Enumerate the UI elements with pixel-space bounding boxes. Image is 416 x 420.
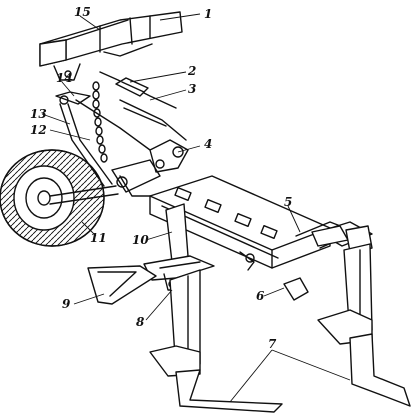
callout-3: 3 [188, 82, 196, 96]
pivot-bracket [111, 139, 189, 197]
callout-8: 8 [136, 315, 145, 329]
linkage-assembly [55, 71, 187, 187]
callout-9: 9 [62, 297, 71, 311]
callout-labels: 1 2 3 4 5 6 7 8 9 10 11 12 13 14 15 [30, 5, 292, 351]
callout-13: 13 [30, 107, 47, 121]
callout-14: 14 [56, 71, 73, 85]
right-tine-assembly [283, 225, 411, 407]
callout-11: 11 [90, 231, 107, 245]
callout-12: 12 [30, 123, 47, 137]
callout-7: 7 [268, 337, 277, 351]
callout-2: 2 [187, 64, 196, 78]
callout-10: 10 [132, 233, 149, 247]
gauge-wheel [0, 149, 119, 247]
leader-lines [41, 13, 351, 403]
callout-4: 4 [204, 137, 212, 151]
callout-15: 15 [74, 5, 91, 19]
callout-5: 5 [284, 195, 292, 209]
callout-1: 1 [204, 7, 212, 21]
chain [92, 81, 108, 163]
left-tine-assembly [87, 203, 283, 413]
upper-hitch-frame [39, 11, 183, 81]
callout-6: 6 [256, 289, 265, 303]
